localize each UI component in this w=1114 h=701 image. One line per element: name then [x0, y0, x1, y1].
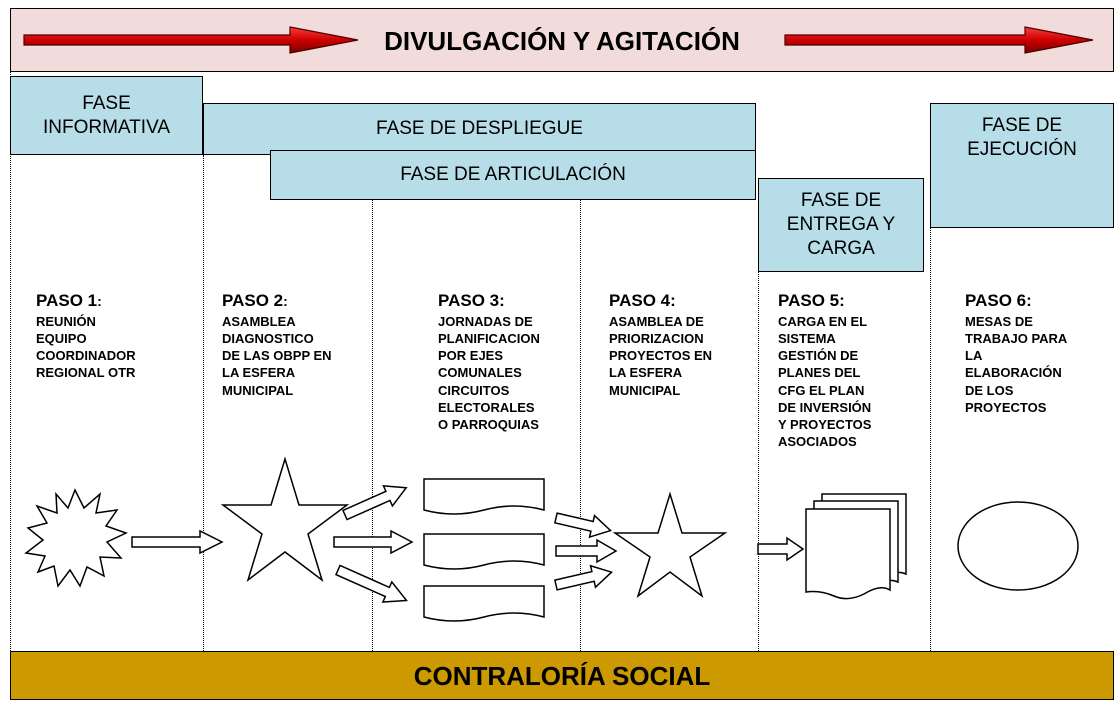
- flow-arrow-3c-icon: [553, 564, 613, 591]
- phase-entrega-label: FASE DE ENTREGA Y CARGA: [786, 190, 896, 259]
- step-1-title: PASO 1: [36, 291, 98, 310]
- banner-arrow-right-icon: [784, 26, 1094, 54]
- step-1: PASO 1: REUNIÓN EQUIPO COORDINADOR REGIO…: [36, 291, 196, 382]
- step-6: PASO 6: MESAS DE TRABAJO PARA LA ELABORA…: [965, 291, 1110, 416]
- phase-articulacion-label: FASE DE ARTICULACIÓN: [400, 164, 626, 186]
- document-2-icon: [423, 533, 545, 570]
- banner-arrow-left-icon: [23, 26, 359, 54]
- step-3-desc: JORNADAS DE PLANIFICACION POR EJES COMUN…: [438, 314, 540, 432]
- banner-title: DIVULGACIÓN Y AGITACIÓN: [384, 26, 740, 56]
- star-step-2-icon: [220, 456, 350, 582]
- step-2: PASO 2: ASAMBLEA DIAGNOSTICO DE LAS OBPP…: [222, 291, 372, 399]
- ellipse-step-6-icon: [957, 501, 1079, 591]
- step-4-desc: ASAMBLEA DE PRIORIZACION PROYECTOS EN LA…: [609, 314, 713, 398]
- phase-despliegue-label: FASE DE DESPLIEGUE: [376, 118, 583, 140]
- phase-despliegue: FASE DE DESPLIEGUE: [203, 103, 756, 155]
- step-1-colon: :: [97, 293, 102, 309]
- phase-ejecucion: FASE DE EJECUCIÓN: [930, 103, 1114, 228]
- flow-arrow-3a-icon: [553, 512, 613, 539]
- column-divider-5: [930, 228, 931, 651]
- column-divider-2: [372, 200, 373, 651]
- column-divider-3: [580, 200, 581, 651]
- flow-arrow-4-icon: [757, 536, 805, 562]
- step-2-desc: ASAMBLEA DIAGNOSTICO DE LAS OBPP EN LA E…: [222, 314, 332, 398]
- contraloria-bar: CONTRALORÍA SOCIAL: [10, 651, 1114, 700]
- footer-title: CONTRALORÍA SOCIAL: [413, 661, 711, 691]
- phase-ejecucion-label: FASE DE EJECUCIÓN: [967, 115, 1077, 160]
- document-1-icon: [423, 478, 545, 515]
- phase-informativa: FASE INFORMATIVA: [10, 76, 203, 155]
- step-6-desc: MESAS DE TRABAJO PARA LA ELABORACIÓN DE …: [965, 314, 1068, 415]
- column-divider-1: [203, 155, 204, 651]
- phase-informativa-label: FASE INFORMATIVA: [42, 92, 171, 138]
- star-step-4-icon: [612, 491, 728, 598]
- step-5-title: PASO 5:: [778, 291, 845, 310]
- document-3-icon: [423, 585, 545, 622]
- step-2-colon: :: [283, 293, 288, 309]
- step-2-title: PASO 2: [222, 291, 284, 310]
- flow-arrow-2a-icon: [341, 484, 408, 521]
- flow-arrow-2b-icon: [333, 529, 414, 555]
- step-1-desc: REUNIÓN EQUIPO COORDINADOR REGIONAL OTR: [36, 314, 136, 381]
- step-4: PASO 4: ASAMBLEA DE PRIORIZACION PROYECT…: [609, 291, 754, 399]
- step-3-title: PASO 3:: [438, 291, 505, 310]
- step-4-title: PASO 4:: [609, 291, 676, 310]
- column-divider-0: [10, 72, 11, 651]
- step-5: PASO 5: CARGA EN EL SISTEMA GESTIÓN DE P…: [778, 291, 928, 450]
- phase-articulacion: FASE DE ARTICULACIÓN: [270, 150, 756, 200]
- step-5-desc: CARGA EN EL SISTEMA GESTIÓN DE PLANES DE…: [778, 314, 872, 450]
- step-3: PASO 3: JORNADAS DE PLANIFICACION POR EJ…: [438, 291, 578, 433]
- flow-arrow-1-icon: [131, 529, 224, 555]
- step-6-title: PASO 6:: [965, 291, 1032, 310]
- flow-arrow-3b-icon: [555, 538, 618, 564]
- multi-document-icon: [805, 493, 907, 600]
- phase-entrega-carga: FASE DE ENTREGA Y CARGA: [758, 178, 924, 272]
- flow-arrow-2c-icon: [334, 564, 408, 603]
- explosion-icon: [24, 488, 128, 588]
- column-divider-4: [758, 272, 759, 651]
